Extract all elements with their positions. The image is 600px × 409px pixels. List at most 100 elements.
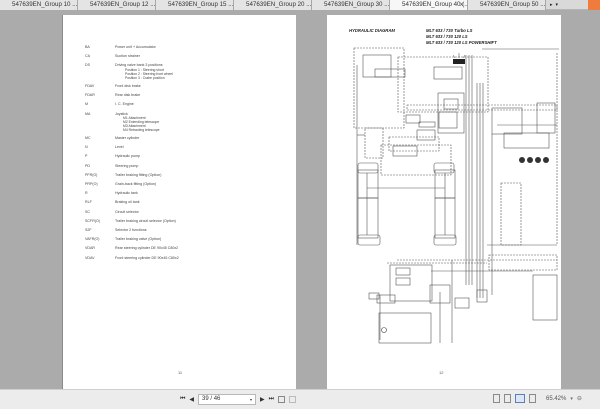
- legend-text: Trailer braking circuit selector (Option…: [115, 218, 176, 223]
- legend-row: MC Master cylinder: [85, 136, 139, 140]
- zoom-dropdown-icon[interactable]: ▾: [570, 395, 573, 402]
- document-tab[interactable]: 547639EN_Group 10 ...: [0, 0, 78, 10]
- legend-text: Hydraulic tank: [115, 191, 138, 196]
- tab-label: 547639EN_Group 10 ...: [12, 1, 78, 8]
- legend-text: Front steering cylinder DE 90x45 C80x2: [115, 255, 179, 260]
- zoom-out-button[interactable]: ⊖: [576, 396, 582, 402]
- legend-text: Trailer braking valve (Option): [115, 237, 162, 242]
- legend-text: Selector 2 functions: [115, 228, 147, 232]
- close-tab-icon[interactable]: x: [460, 2, 463, 8]
- legend-code: DS: [85, 63, 90, 68]
- legend-row: FDAV Front disk brake: [85, 84, 141, 88]
- document-tab[interactable]: 547639EN_Group 30 ...: [312, 0, 390, 10]
- fit-width-icon[interactable]: [289, 396, 297, 403]
- legend-sub-item: Position 2 : Steering front wheel: [125, 71, 173, 76]
- legend-sub-item: Position 3 : Crabe position: [125, 75, 165, 80]
- legend-row: VDAV Front steering cylinder DE 90x45 C80…: [85, 256, 179, 260]
- legend-code: M: [85, 102, 88, 107]
- document-tab[interactable]: 547639EN_Group 40 (...x: [390, 0, 468, 10]
- legend-row: SC Circuit selector: [85, 210, 139, 214]
- page-number-value: 39 / 46: [202, 396, 221, 402]
- document-tab[interactable]: 547639EN_Group 15 ...: [156, 0, 234, 10]
- document-tab[interactable]: 547639EN_Group 12 ...: [78, 0, 156, 10]
- legend-code: VDAV: [85, 255, 95, 260]
- status-bar: ⏮ ◀ 39 / 46 ▾ ▶ ⏭ 65.42% ▾ ⊖: [0, 389, 600, 409]
- legend-code: BA: [85, 45, 90, 49]
- legend-code: MC: [85, 136, 91, 140]
- legend-row: MA Joystick: [85, 112, 128, 116]
- document-tab[interactable]: 547639EN_Group 50 ...: [468, 0, 546, 10]
- legend-code: PD: [85, 163, 90, 168]
- legend-row: P Hydraulic pump: [85, 154, 140, 158]
- legend-code: PRP(O): [85, 182, 98, 186]
- legend-code: SCFR(O): [85, 218, 100, 223]
- legend-row: N Level: [85, 145, 124, 149]
- legend-code: FDAV: [85, 84, 95, 88]
- legend-text: Suction strainer: [115, 54, 140, 59]
- previous-page-button[interactable]: ◀: [189, 397, 195, 403]
- legend-text: Hydraulic pump: [115, 154, 140, 159]
- legend-code: N: [85, 145, 88, 150]
- next-page-button[interactable]: ▶: [260, 397, 265, 403]
- legend-row: PRP(O) Grain-back fitting (Option): [85, 182, 156, 186]
- tab-label: 547639EN_Group 15 ...: [168, 1, 234, 8]
- legend-text: Circuit selector: [115, 209, 139, 214]
- legend-row: PFR(O) Trailer braking fitting (Option): [85, 173, 161, 177]
- view-tools: 65.42% ▾ ⊖: [493, 394, 582, 403]
- page-12: HYDRAULIC DIAGRAM MLT 633 / 730 Turbo LS…: [327, 15, 561, 389]
- legend-text: Joystick: [115, 111, 128, 116]
- legend-code: S2F: [85, 228, 92, 232]
- tab-label: 547639EN_Group 40 (...: [402, 1, 468, 8]
- legend-text: Braking oil tank: [115, 200, 140, 205]
- legend-code: MA: [85, 111, 91, 116]
- model-line-2: MLT 633 / 730 120 LS: [426, 34, 468, 39]
- zoom-level[interactable]: 65.42%: [546, 395, 567, 402]
- legend-sub-item: M2 Extending telescope: [123, 120, 160, 124]
- model-line-3: MLT 633 / 730 120 LS POWERSHIFT: [426, 40, 497, 45]
- app-badge-icon[interactable]: [588, 0, 600, 10]
- legend-text: Master cylinder: [115, 136, 140, 140]
- legend-text: Rear disk brake: [115, 93, 141, 98]
- diagram-heading: HYDRAULIC DIAGRAM: [349, 28, 395, 33]
- page-dropdown-icon[interactable]: ▾: [250, 397, 253, 402]
- continuous-view-icon[interactable]: [504, 394, 511, 403]
- two-page-view-icon[interactable]: [515, 394, 525, 403]
- legend-code: FDAR: [85, 93, 95, 98]
- fit-page-icon[interactable]: [278, 396, 286, 403]
- tab-label: 547639EN_Group 30 ...: [324, 1, 390, 8]
- legend-text: Level: [115, 145, 124, 150]
- document-tab-bar: 547639EN_Group 10 ...547639EN_Group 12 .…: [0, 0, 600, 10]
- first-page-button[interactable]: ⏮: [180, 396, 186, 402]
- last-page-button[interactable]: ⏭: [268, 396, 275, 402]
- page-number-field[interactable]: 39 / 46 ▾: [198, 394, 257, 405]
- legend-code: VDAR: [85, 246, 95, 251]
- legend-text: Grain-back fitting (Option): [115, 182, 157, 186]
- legend-code: RLF: [85, 200, 92, 205]
- tab-list-menu-icon[interactable]: ▾: [555, 1, 559, 8]
- legend-code: PFR(O): [85, 172, 98, 177]
- legend-row: FDAR Rear disk brake: [85, 93, 140, 97]
- two-page-continuous-view-icon[interactable]: [529, 394, 536, 403]
- single-page-view-icon[interactable]: [493, 394, 500, 403]
- legend-sub-item: M3 Attachment: [123, 123, 146, 128]
- legend-row: SCFR(O) Trailer braking circuit selector …: [85, 219, 176, 223]
- legend-text: Front disk brake: [115, 84, 141, 88]
- legend-code: SC: [85, 209, 90, 214]
- page-navigation: ⏮ ◀ 39 / 46 ▾ ▶ ⏭: [180, 394, 297, 405]
- legend-row: S2F Selector 2 functions: [85, 228, 147, 232]
- legend-text: Trailer braking fitting (Option): [115, 172, 162, 177]
- document-tab[interactable]: 547639EN_Group 20 ...: [234, 0, 312, 10]
- legend-row: RLF Braking oil tank: [85, 200, 140, 204]
- tab-label: 547639EN_Group 20 ...: [246, 1, 312, 8]
- legend-code: P: [85, 154, 88, 159]
- model-line-1: MLT 633 / 730 Turbo LS: [426, 28, 473, 33]
- tab-scroll-right-icon[interactable]: ▸: [550, 1, 553, 8]
